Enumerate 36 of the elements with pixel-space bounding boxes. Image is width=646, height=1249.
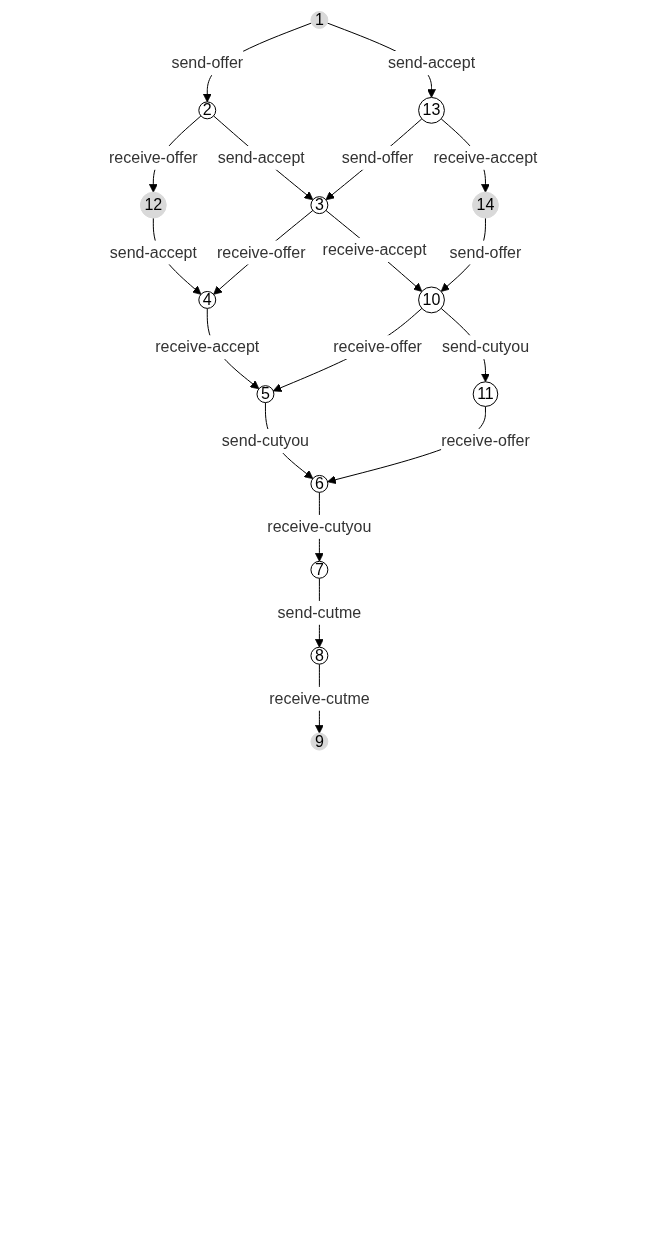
arrow: [325, 118, 423, 201]
node-circle: 7: [310, 560, 329, 579]
edge-label: receive-offer: [332, 338, 422, 356]
arrow: [272, 307, 423, 392]
edge-label: receive-offer: [216, 243, 306, 261]
edge-label: receive-accept: [433, 148, 538, 166]
node-circle: 2: [198, 101, 216, 120]
edge-label: send-accept: [109, 243, 197, 261]
edge-label: send-cutme: [277, 603, 361, 621]
arrow: [212, 115, 313, 201]
node-circle: 14: [471, 191, 499, 219]
edge-label: send-cutyou: [441, 338, 529, 356]
node-circle: 1: [310, 11, 329, 29]
edge-label: send-cutyou: [221, 431, 309, 449]
node-circle: 9: [310, 732, 329, 751]
node-circle: 5: [256, 385, 275, 404]
edge-label: send-offer: [171, 53, 243, 71]
node-circle: 3: [310, 196, 329, 215]
edge-label: receive-accept: [322, 241, 427, 259]
node-circle: 10: [417, 286, 445, 314]
edge-label: receive-cutyou: [267, 517, 372, 535]
edge-label: send-offer: [341, 148, 414, 166]
edge-label: receive-offer: [108, 148, 198, 166]
node-circle: 6: [310, 474, 329, 493]
edge-label: receive-cutme: [268, 689, 370, 707]
node-circle: 13: [417, 96, 445, 124]
node-circle: 8: [310, 646, 329, 665]
arrow: [212, 210, 314, 295]
edge-label: receive-offer: [440, 431, 530, 449]
edge-label: receive-accept: [155, 338, 260, 356]
node-circle: 11: [472, 381, 498, 407]
edge-label: send-accept: [387, 53, 475, 71]
edge-label: send-accept: [217, 148, 305, 166]
node-circle: 4: [198, 291, 216, 309]
node-circle: 12: [139, 191, 167, 219]
edge-label: send-offer: [449, 243, 522, 261]
